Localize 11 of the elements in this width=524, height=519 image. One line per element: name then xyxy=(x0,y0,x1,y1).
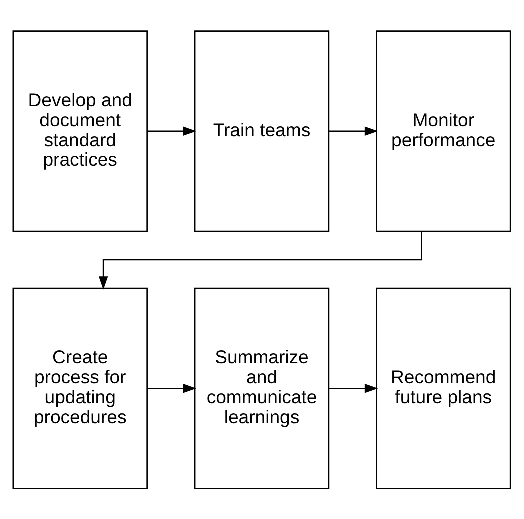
node-box: Create process for updating procedures xyxy=(12,287,148,489)
arrow xyxy=(147,126,197,136)
arrow xyxy=(329,126,378,136)
node-box: Recommend future plans xyxy=(376,287,512,489)
node-box: Develop and document standard practices xyxy=(12,30,148,232)
arrow xyxy=(329,383,378,393)
arrow xyxy=(98,232,422,290)
node-box: Summarize and communicate learnings xyxy=(194,287,330,489)
node-box: Monitor performance xyxy=(376,30,512,232)
node-box: Train teams xyxy=(194,30,330,232)
arrow xyxy=(147,383,197,393)
